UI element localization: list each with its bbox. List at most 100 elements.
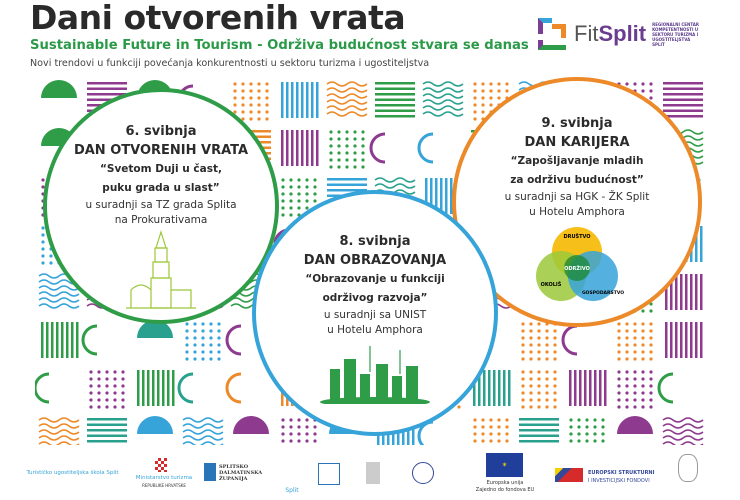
pattern-tile (201, 329, 205, 333)
event-quote-line1: “Obrazovanje u funkciji (305, 273, 445, 285)
pattern-tile (641, 309, 645, 313)
pattern-tile (553, 384, 557, 388)
pattern-tile (41, 240, 45, 244)
pattern-tile (473, 103, 477, 107)
poster-subtitle: Sustainable Future in Tourism - Održiva … (30, 38, 529, 53)
pattern-tile (584, 370, 587, 406)
pattern-tile (625, 391, 629, 395)
pattern-tile (313, 199, 317, 203)
pattern-tile (481, 439, 485, 443)
pattern-tile (225, 372, 242, 404)
pattern-tile (326, 99, 368, 105)
county-crest-icon (204, 463, 216, 481)
pattern-tile (545, 405, 549, 409)
pattern-tile (593, 439, 597, 443)
pattern-tile (41, 254, 45, 258)
pattern-tile (327, 183, 367, 186)
pattern-tile (497, 96, 501, 100)
pattern-tile (625, 82, 629, 86)
pattern-tile (633, 370, 637, 374)
pattern-tile (662, 429, 704, 435)
pattern-tile (593, 418, 597, 422)
pattern-tile (87, 418, 127, 443)
pattern-tile (289, 206, 293, 210)
logo-name-b: Split (598, 21, 647, 46)
esif-line2: I INVESTICIJSKI FONDOVI (588, 478, 650, 484)
seal-logo-icon (412, 462, 434, 484)
sponsor-logos: Turističko ugostiteljska škola Split Min… (0, 450, 740, 500)
pattern-tile (375, 104, 415, 107)
pattern-tile (281, 213, 285, 217)
pattern-tile (209, 336, 213, 340)
pattern-tile (505, 432, 509, 436)
pattern-tile (326, 111, 368, 117)
pattern-tile (281, 418, 317, 443)
pattern-tile (503, 370, 506, 406)
pattern-tile (529, 343, 533, 347)
pattern-tile (529, 350, 533, 354)
pattern-tile (625, 357, 629, 361)
pattern-tile (569, 370, 572, 406)
pattern-tile (137, 370, 175, 406)
pattern-tile (521, 329, 525, 333)
pattern-tile (121, 377, 125, 381)
pattern-tile (305, 418, 309, 422)
event-date: 6. svibnja (125, 124, 197, 139)
pattern-tile (38, 441, 80, 445)
pattern-tile (185, 322, 221, 361)
pattern-tile (649, 322, 653, 326)
pattern-tile (649, 357, 653, 361)
pattern-tile (375, 93, 415, 96)
pattern-tile (375, 82, 415, 118)
pattern-tile (193, 322, 197, 326)
pattern-tile (66, 322, 69, 358)
pattern-tile (537, 384, 541, 388)
pattern-tile (241, 89, 245, 93)
pattern-tile (305, 192, 309, 196)
event-venue: u Hotelu Amphora (529, 206, 625, 218)
pattern-tile (265, 82, 269, 86)
pattern-tile (105, 391, 109, 395)
event-venue: u Hotelu Amphora (327, 324, 423, 336)
pattern-tile (41, 322, 79, 358)
pattern-tile (361, 137, 365, 141)
pattern-tile (665, 274, 703, 310)
pattern-tile (305, 432, 309, 436)
pattern-tile (209, 357, 213, 361)
pattern-tile (521, 377, 525, 381)
pattern-tile (121, 384, 125, 388)
pattern-tile (265, 110, 269, 114)
pattern-tile (521, 350, 525, 354)
pattern-tile (162, 370, 165, 406)
pattern-tile (89, 391, 93, 395)
pattern-tile (97, 370, 101, 374)
pattern-tile (473, 418, 477, 422)
pattern-tile (577, 432, 581, 436)
pattern-tile (680, 274, 683, 310)
pattern-tile (89, 370, 125, 409)
pattern-tile (265, 103, 269, 107)
pattern-tile (89, 377, 93, 381)
pattern-tile (407, 418, 410, 445)
pattern-tile (529, 370, 533, 374)
pattern-tile (633, 322, 637, 326)
pattern-tile (625, 350, 629, 354)
pattern-tile (617, 329, 621, 333)
pattern-tile (481, 96, 485, 100)
pattern-tile (337, 158, 341, 162)
pattern-tile (521, 370, 557, 409)
pattern-tile (641, 82, 645, 86)
pattern-tile (505, 82, 509, 86)
pattern-tile (633, 391, 637, 395)
pattern-tile (281, 206, 285, 210)
pattern-tile (545, 336, 549, 340)
pattern-tile (375, 87, 415, 90)
pattern-tile (521, 343, 525, 347)
pattern-tile (201, 350, 205, 354)
pattern-tile (217, 357, 221, 361)
pattern-tile (585, 439, 589, 443)
pattern-tile (695, 322, 698, 358)
pattern-tile (201, 357, 205, 361)
event-venue: na Prokurativama (114, 214, 208, 226)
pattern-tile (663, 87, 703, 90)
